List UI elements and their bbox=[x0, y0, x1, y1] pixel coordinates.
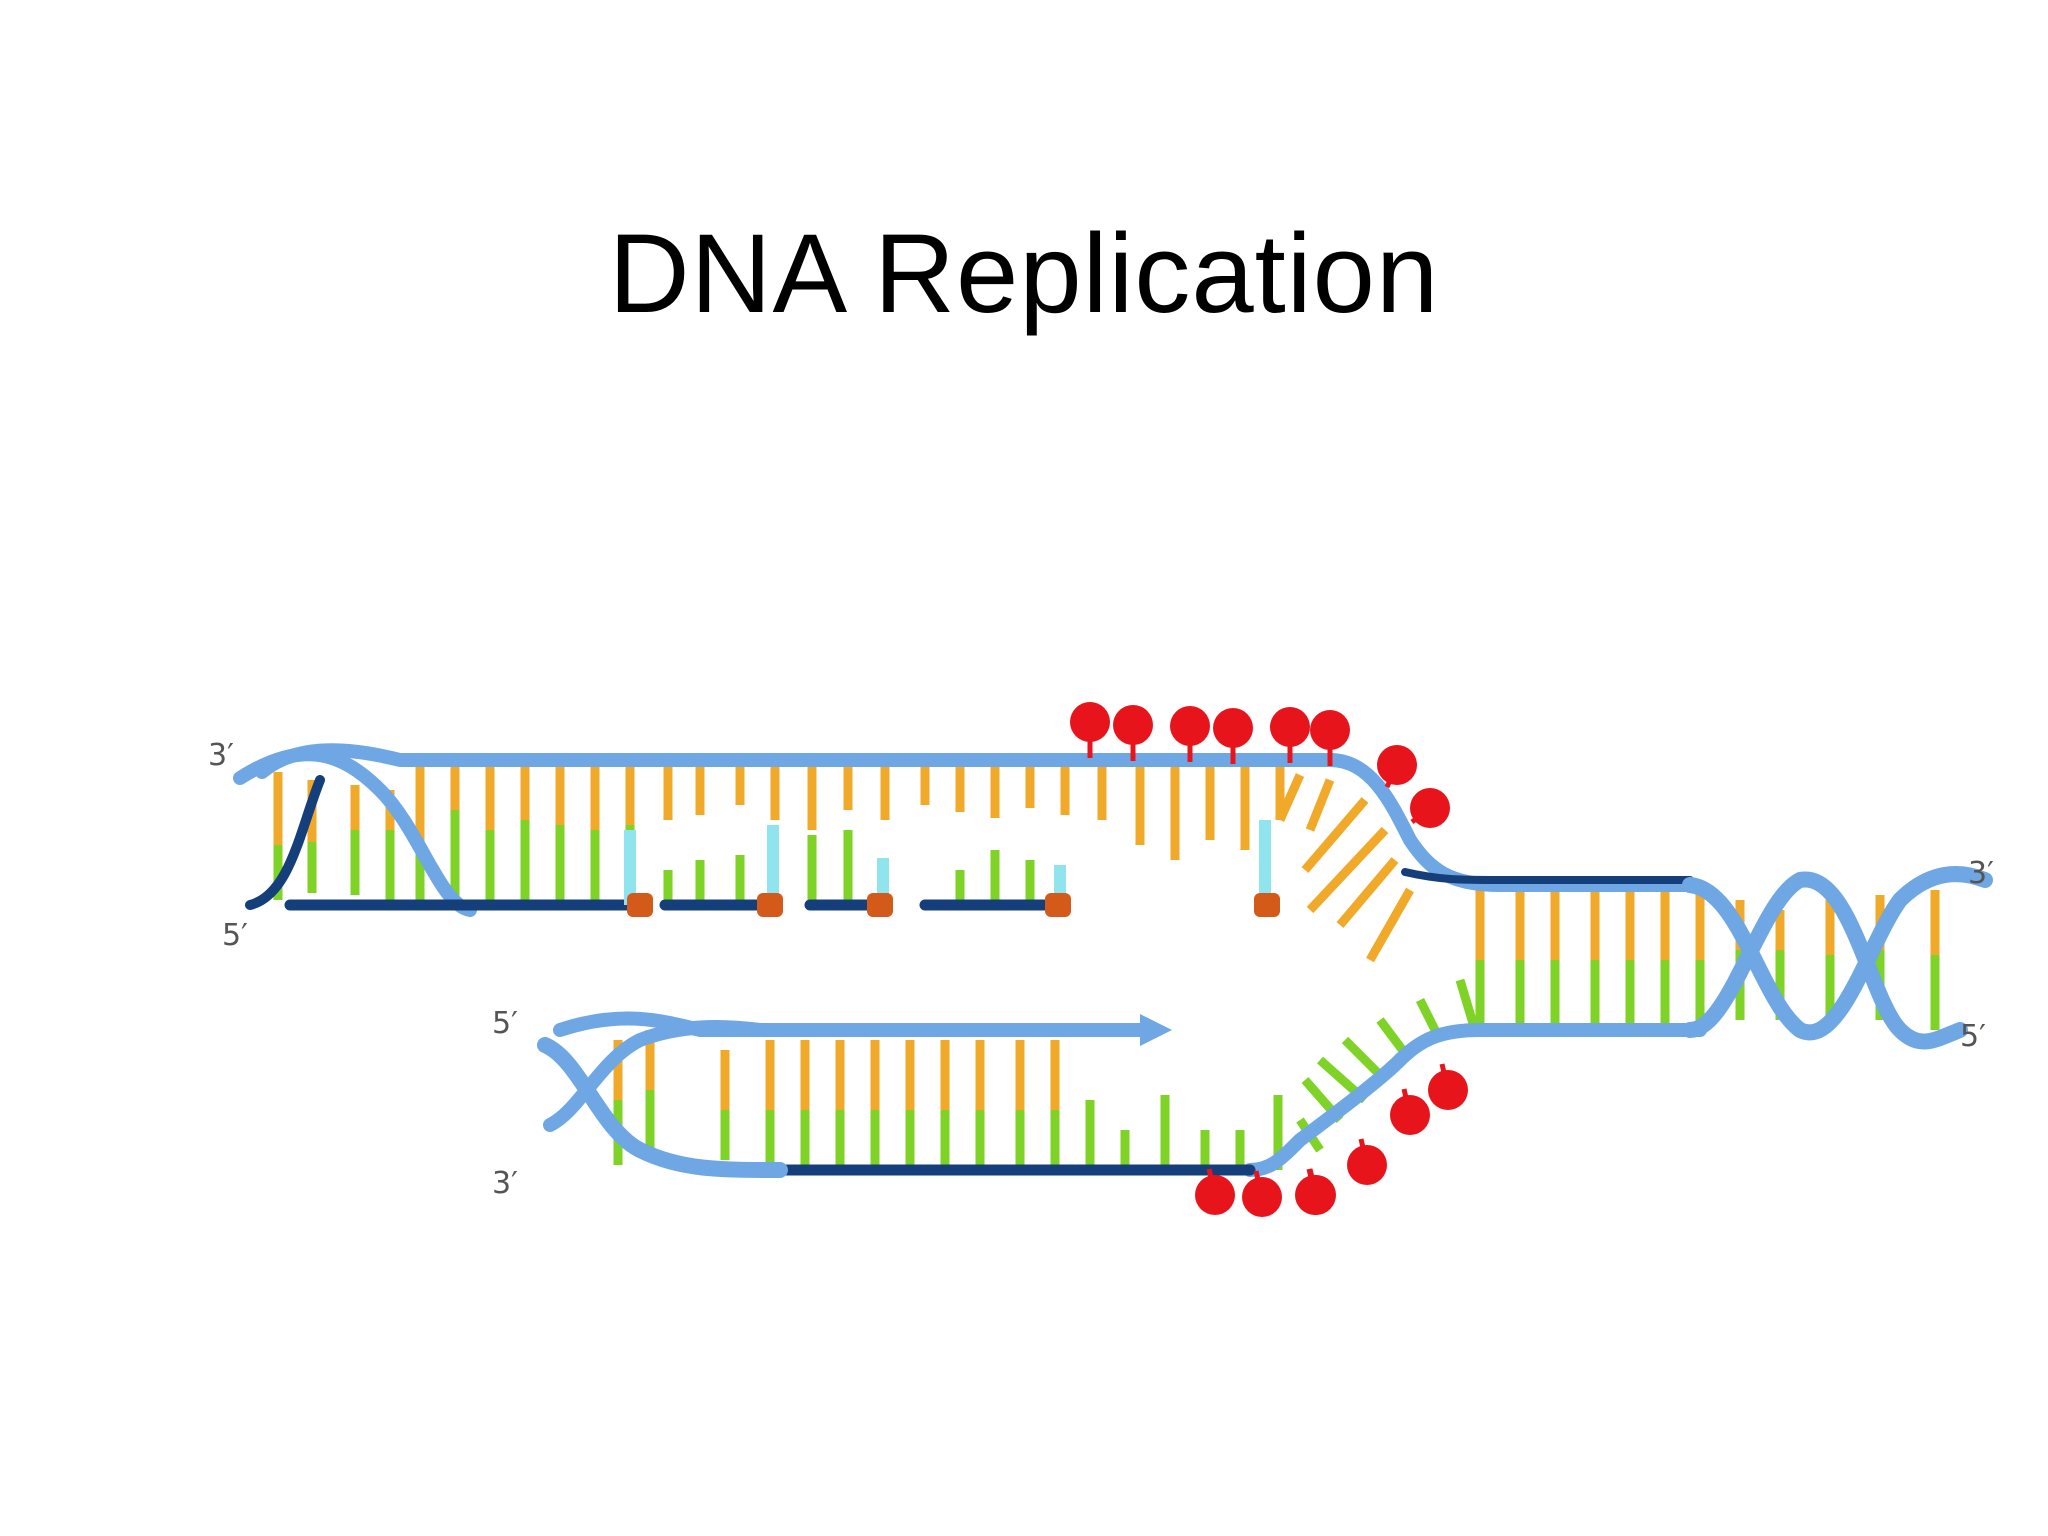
base-bar bbox=[1301, 797, 1369, 873]
ligase-marker bbox=[1254, 893, 1280, 917]
backbones bbox=[233, 743, 1993, 1178]
base-bar bbox=[1305, 778, 1335, 832]
base-bar bbox=[1455, 978, 1480, 1032]
ligase-marker bbox=[867, 893, 893, 917]
ligase-markers bbox=[627, 893, 1280, 917]
backbone-bottom-helix bbox=[537, 1037, 788, 1178]
backbone-top-template bbox=[255, 743, 1697, 892]
base-bar bbox=[1275, 773, 1305, 822]
rna-primer bbox=[624, 830, 636, 905]
backbone-leading-strand bbox=[553, 1011, 1147, 1037]
backbone-bottom-helix-2 bbox=[543, 1020, 767, 1132]
backbone-fork-bottom bbox=[1243, 1053, 1407, 1177]
rna-primer bbox=[1259, 820, 1271, 905]
ligase-marker bbox=[757, 893, 783, 917]
ssb-stem bbox=[1384, 763, 1400, 789]
label-right-top: 3′ bbox=[1968, 856, 1994, 891]
rna-primer bbox=[767, 825, 779, 905]
ssb-proteins bbox=[1070, 702, 1468, 1217]
ssb-stem bbox=[1410, 806, 1432, 824]
leading-strand-arrowhead bbox=[1140, 1014, 1172, 1046]
ssb-stem bbox=[1206, 1168, 1218, 1196]
ssb-stem bbox=[1253, 1170, 1265, 1198]
base-bar bbox=[1366, 887, 1414, 963]
ssb-stem bbox=[1306, 1168, 1318, 1196]
base-pairs bbox=[273, 760, 1940, 1170]
base-bar bbox=[1336, 857, 1399, 928]
ligase-marker bbox=[627, 893, 653, 917]
label-leading-top-left: 5′ bbox=[492, 1006, 518, 1041]
ssb-stem bbox=[1358, 1138, 1370, 1166]
backbone-right-dark bbox=[1401, 868, 1694, 884]
ssb-stem bbox=[1439, 1063, 1451, 1091]
label-leading-bottom-left: 3′ bbox=[492, 1166, 518, 1201]
ligase-marker bbox=[1045, 893, 1071, 917]
backbone-right-bottom bbox=[1393, 1023, 1707, 1067]
backbone-helix-dark bbox=[245, 775, 325, 910]
label-parent-bottom-left: 5′ bbox=[222, 918, 248, 953]
ssb-stem bbox=[1401, 1088, 1413, 1116]
backbone-right-helix-2 bbox=[1682, 871, 1968, 1050]
base-bar bbox=[1306, 826, 1389, 914]
label-right-bottom: 5′ bbox=[1960, 1019, 1986, 1054]
label-parent-top-left: 3′ bbox=[208, 738, 234, 773]
slide-title: DNA Replication bbox=[608, 211, 1440, 336]
backbone-right-helix bbox=[1682, 866, 1993, 1041]
